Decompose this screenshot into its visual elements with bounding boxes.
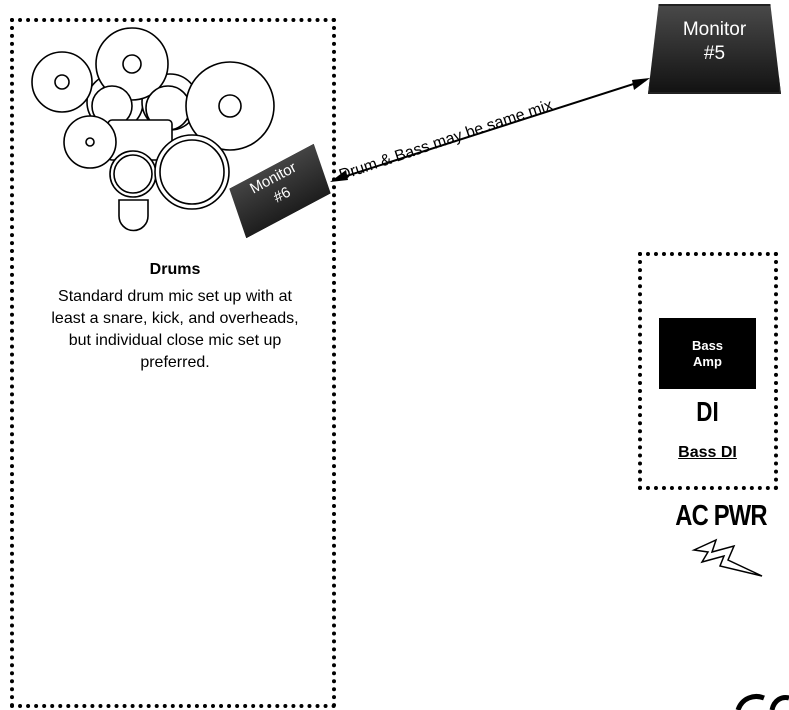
bass-amp-line1: Bass [691, 337, 724, 353]
ac-power-label: AC PWR [675, 500, 767, 532]
di-symbol: DI [696, 396, 719, 427]
monitor-5-name: Monitor [682, 19, 747, 40]
bass-amp-line2: Amp [693, 353, 722, 369]
drum-kit-icon [31, 27, 275, 232]
monitor-5-number: #5 [703, 43, 726, 64]
drum-zone [10, 18, 336, 708]
drum-title: Drums [149, 261, 201, 278]
bass-amp: Bass Amp [659, 318, 756, 389]
drum-description: Standard drum mic set up with at least a… [51, 288, 299, 371]
connection-arrow [330, 78, 650, 182]
bass-zone [638, 252, 778, 490]
monitor-5: Monitor #5 [648, 4, 781, 94]
lightning-bolt-icon [691, 538, 763, 577]
bass-di-label: Bass DI [678, 444, 737, 461]
corner-partial-graphic [735, 694, 789, 710]
